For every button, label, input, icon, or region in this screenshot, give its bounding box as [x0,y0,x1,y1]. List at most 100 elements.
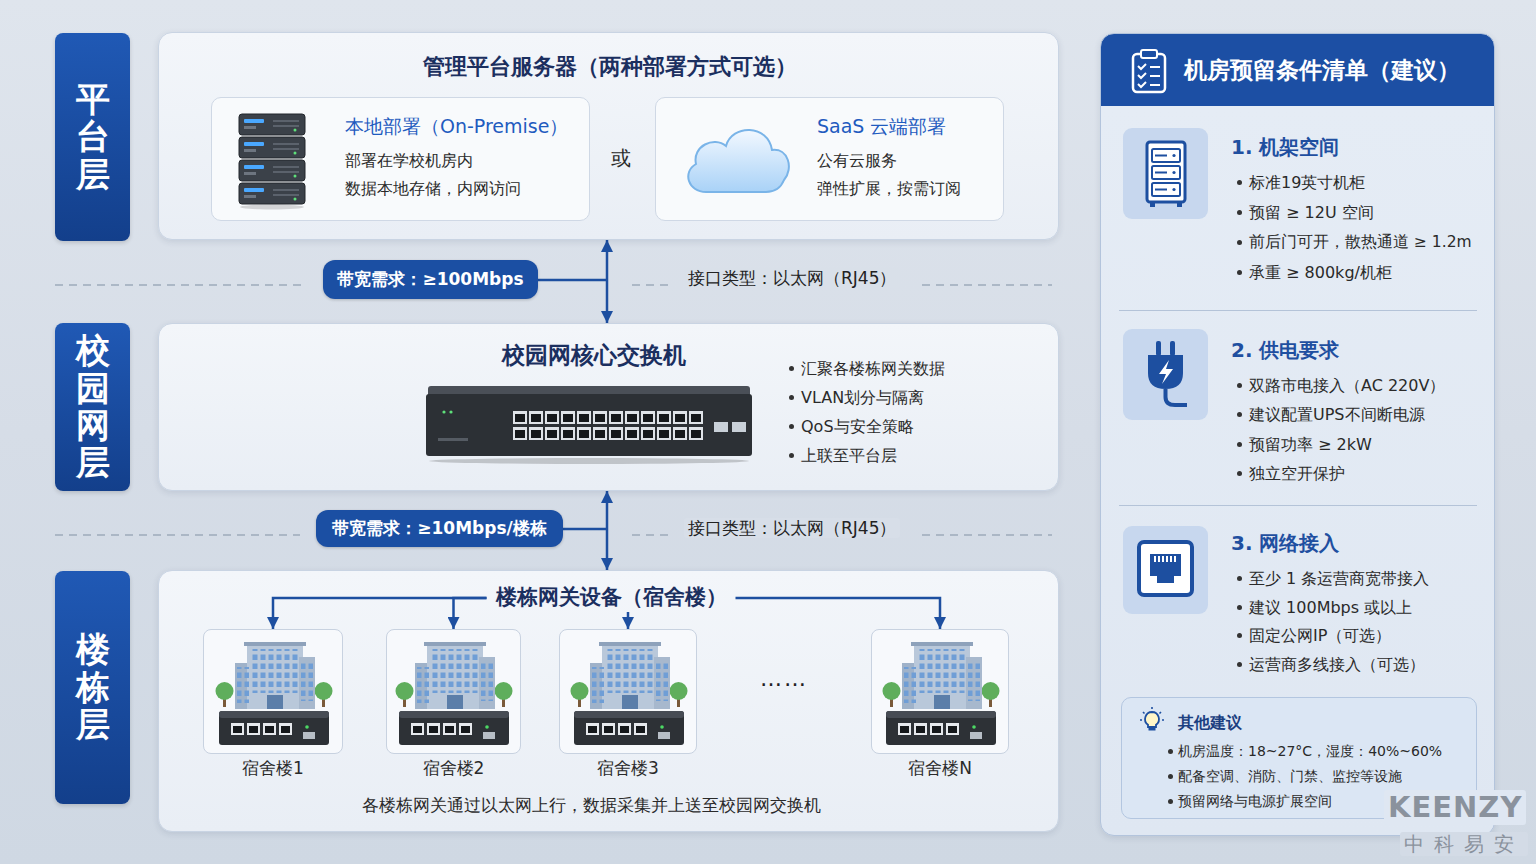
connector [273,598,487,629]
node-text: 机房温度：18~27°C，湿度：40%~60% [1178,743,1442,760]
bandwidth-pill: 带宽需求：≥10Mbps/楼栋 [316,510,563,547]
interface-label: 接口类型：以太网（RJ45） [684,518,900,538]
node-title: 3. 网络接入 [1231,531,1339,555]
node-title: 楼栋网关设备（宿舍楼） [496,585,727,610]
node-title: 机房预留条件清单（建议） [1184,57,1460,85]
node-text: 预留网络与电源扩展空间 [1178,793,1332,810]
building-card: 宿舍楼2 [386,629,521,754]
node-text: 承重 ≥ 800kg/机柜 [1249,263,1392,282]
node-text: 独立空开保护 [1249,464,1345,483]
deploy-card: SaaS 云端部署公有云服务弹性扩展，按需订阅 [655,97,1004,221]
node-title: 管理平台服务器（两种部署方式可选） [423,54,797,80]
bullet-dot [1168,774,1173,779]
layer-name: 平台层 [76,81,110,193]
node-text: 前后门可开，散热通道 ≥ 1.2m [1249,233,1472,252]
building-name: 宿舍楼1 [242,758,304,778]
server-icon [237,110,307,210]
node-text: 双路市电接入（AC 220V） [1249,376,1445,395]
node-text: 弹性扩展，按需订阅 [817,179,961,198]
core-switch [424,382,754,466]
layer-band: 校园网层 [55,323,130,491]
bullet-dot [1168,749,1173,754]
clipboard-icon [1129,48,1169,94]
bullet-dot [1237,180,1242,185]
deploy-card: 本地部署（On-Premise） 部署在学校机房内数据本地存储，内网访问 [211,97,590,221]
dorm-building-gateway [878,635,1004,748]
node-text: 标准19英寸机柜 [1249,173,1365,192]
watermark: 中科易安 [1400,832,1528,856]
node-text: 预留功率 ≥ 2kW [1249,435,1372,454]
watermark: KEENZY [1384,790,1526,825]
building-name: 宿舍楼2 [423,758,485,778]
node-title: 校园网核心交换机 [502,342,686,370]
bullet-dot [789,395,794,400]
node-text: 部署在学校机房内 [345,151,473,170]
bandwidth-pill: 带宽需求：≥100Mbps [323,260,538,299]
bullet-dot [1237,605,1242,610]
building-card: 宿舍楼N [871,629,1009,754]
connector [627,612,630,629]
node-text: 上联至平台层 [801,446,897,465]
node-text: 固定公网IP（可选） [1249,626,1391,645]
bullet-dot [789,424,794,429]
node-title: 2. 供电要求 [1231,338,1339,362]
node-text: VLAN划分与隔离 [801,388,924,407]
checklist-section: 3. 网络接入至少 1 条运营商宽带接入建议 100Mbps 或以上固定公网IP… [1119,506,1477,691]
dorm-building-gateway [211,635,337,748]
dorm-building-gateway [566,635,692,748]
layer-panel: 本地部署（On-Premise） 部署在学校机房内数据本地存储，内网访问 SaaS… [158,32,1059,240]
bullet-dot [1237,240,1242,245]
connector [606,491,609,570]
group-title: 楼栋网关设备（宿舍楼） [487,584,736,612]
node-text: 至少 1 条运营商宽带接入 [1249,569,1429,588]
dorm-building-gateway [391,635,517,748]
node-title: 其他建议 [1178,713,1242,732]
node-title: 带宽需求：≥100Mbps [337,269,523,289]
building-card: 宿舍楼3 [559,629,697,754]
checklist-panel: 1. 机架空间标准19英寸机柜预留 ≥ 12U 空间前后门可开，散热通道 ≥ 1… [1100,33,1495,836]
node-title: 各楼栋网关通过以太网上行，数据采集并上送至校园网交换机 [362,795,821,815]
ellipsis-label: …… [760,666,808,692]
bullet-dot [1237,662,1242,667]
node-text: 数据本地存储，内网访问 [345,179,521,198]
node-text: 预留 ≥ 12U 空间 [1249,203,1374,222]
building-name: 宿舍楼3 [597,758,659,778]
layer-panel: 校园网核心交换机汇聚各楼栋网关数据 VLAN划分与隔离 QoS与安全策略上联至平台层 [158,323,1059,491]
checklist-section: 1. 机架空间标准19英寸机柜预留 ≥ 12U 空间前后门可开，散热通道 ≥ 1… [1119,113,1477,311]
connector [736,598,941,629]
or-label: 或 [611,146,631,170]
plug-icon [1123,329,1208,420]
bullet-dot [789,453,794,458]
node-text: QoS与安全策略 [801,417,914,436]
bullet-dot [1237,270,1242,275]
layer-band: 平台层 [55,33,130,241]
bulb-icon [1138,706,1166,734]
building-name: 宿舍楼N [908,758,972,778]
bullet-dot [1237,210,1242,215]
ethernet-icon [1123,526,1208,614]
node-title: SaaS 云端部署 [817,115,946,138]
layer-band: 楼栋层 [55,571,130,804]
bullet-dot [789,366,794,371]
layer-name: 校园网层 [76,332,110,482]
node-title: 本地部署（On-Premise） [345,115,568,138]
bullet-dot [1168,799,1173,804]
node-text: 运营商多线接入（可选） [1249,655,1425,674]
checklist-section: 2. 供电要求双路市电接入（AC 220V） 建议配置UPS不间断电源预留功率 ≥… [1119,311,1477,506]
node-text: 公有云服务 [817,151,897,170]
bullet-dot [1237,633,1242,638]
building-card: 宿舍楼1 [203,629,343,754]
bullet-dot [1237,412,1242,417]
bullet-dot [1237,383,1242,388]
node-text: 建议配置UPS不间断电源 [1249,405,1425,424]
interface-label: 接口类型：以太网（RJ45） [684,268,900,288]
cloud-icon [678,118,794,202]
connector [454,598,487,629]
connector [606,240,609,323]
node-text: 汇聚各楼栋网关数据 [801,359,945,378]
node-title: 带宽需求：≥10Mbps/楼栋 [332,518,546,538]
bullet-dot [1237,442,1242,447]
layer-panel: 楼栋网关设备（宿舍楼） 宿舍楼1 宿舍楼2 宿舍楼3 宿舍楼N 各楼栋网关通过以太网上行，… [158,570,1059,832]
node-text: 配备空调、消防、门禁、监控等设施 [1178,768,1402,785]
bullet-dot [1237,576,1242,581]
